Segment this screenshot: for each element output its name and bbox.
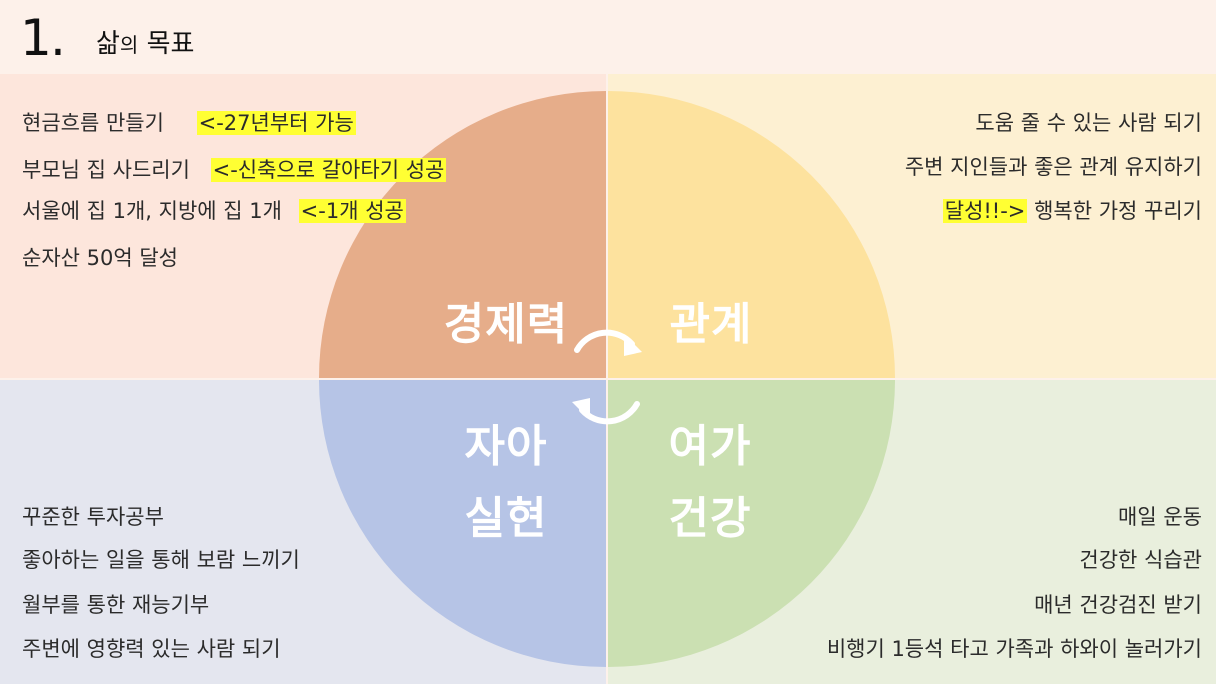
leisure-goal-3: 매년 건강검진 받기 bbox=[1034, 593, 1202, 617]
circle-segment-economy bbox=[319, 91, 606, 378]
title-part-2: 의 bbox=[119, 33, 139, 57]
self-goal-4: 주변에 영향력 있는 사람 되기 bbox=[22, 637, 281, 661]
economy-goal-3: 서울에 집 1개, 지방에 집 1개 <-1개 성공 bbox=[22, 196, 406, 226]
economy-goal-4-text: 순자산 50억 달성 bbox=[22, 246, 178, 270]
label-self-line2: 실현 bbox=[464, 493, 548, 544]
self-goal-1: 꾸준한 투자공부 bbox=[22, 505, 164, 529]
relations-goal-3: 달성!!-> 행복한 가정 꾸리기 bbox=[942, 196, 1202, 226]
economy-goal-2-text: 부모님 집 사드리기 bbox=[22, 158, 190, 182]
section-dot: . bbox=[50, 9, 66, 67]
circle-segment-self bbox=[319, 380, 606, 667]
circle-segment-relations bbox=[608, 91, 895, 378]
title-part-1: 삶 bbox=[96, 29, 120, 59]
label-leisure-line1: 여가 bbox=[668, 421, 752, 472]
slide-header: 1 . 삶의 목표 bbox=[0, 0, 1216, 74]
leisure-goal-2: 건강한 식습관 bbox=[1079, 548, 1202, 572]
label-self-line1: 자아 bbox=[464, 421, 548, 472]
relations-goal-3-text: 행복한 가정 꾸리기 bbox=[1027, 199, 1202, 223]
economy-goal-3-note: <-1개 성공 bbox=[298, 199, 406, 223]
label-relations: 관계 bbox=[669, 299, 753, 350]
slide-title: 삶의 목표 bbox=[96, 26, 194, 63]
label-leisure-line2: 건강 bbox=[668, 493, 752, 544]
economy-goal-1-note: <-27년부터 가능 bbox=[196, 111, 356, 135]
cycle-arrowhead-bottom bbox=[572, 398, 590, 420]
economy-goal-2: 부모님 집 사드리기 <-신축으로 갈아타기 성공 bbox=[22, 155, 447, 185]
economy-goal-4: 순자산 50억 달성 bbox=[22, 243, 178, 273]
economy-goal-1-text: 현금흐름 만들기 bbox=[22, 111, 164, 135]
relations-goal-3-achieved: 달성!!-> bbox=[942, 199, 1028, 223]
economy-goal-1: 현금흐름 만들기 <-27년부터 가능 bbox=[22, 108, 356, 138]
title-part-3: 목표 bbox=[138, 29, 195, 59]
economy-goal-2-note: <-신축으로 갈아타기 성공 bbox=[210, 158, 447, 182]
label-economy: 경제력 bbox=[443, 299, 569, 350]
section-number: 1 bbox=[20, 9, 52, 67]
economy-goal-3-text: 서울에 집 1개, 지방에 집 1개 bbox=[22, 199, 282, 223]
self-goal-3: 월부를 통한 재능기부 bbox=[22, 593, 210, 617]
leisure-goal-1: 매일 운동 bbox=[1118, 505, 1202, 529]
self-goal-2: 좋아하는 일을 통해 보람 느끼기 bbox=[22, 548, 300, 572]
cycle-arrowhead-top bbox=[624, 334, 642, 356]
circle-segment-leisure bbox=[608, 380, 895, 667]
leisure-goal-4: 비행기 1등석 타고 가족과 하와이 놀러가기 bbox=[826, 637, 1202, 661]
relations-goal-2: 주변 지인들과 좋은 관계 유지하기 bbox=[904, 155, 1202, 179]
relations-goal-1: 도움 줄 수 있는 사람 되기 bbox=[975, 111, 1202, 135]
